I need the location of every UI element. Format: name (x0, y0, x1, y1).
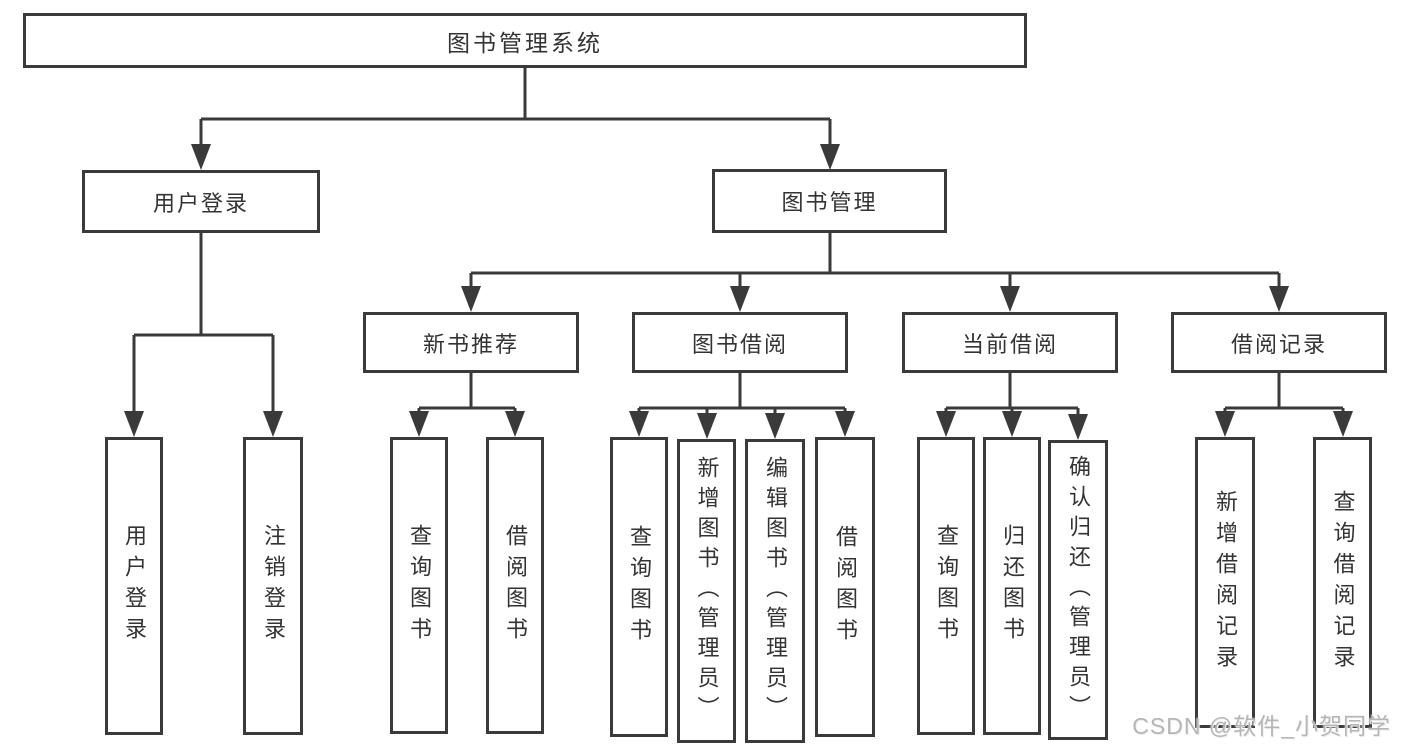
node-borrow-records: 借阅记录 (1171, 312, 1387, 373)
node-leaf-user-login: 用户登录 (105, 437, 163, 735)
node-new-book-recommend: 新书推荐 (363, 312, 579, 373)
connector-userlogin-to-leaves (124, 233, 283, 437)
node-leaf-edit-books-admin: 编辑图书（管理员） (745, 439, 805, 743)
watermark-text: CSDN @软件_小贺同学 (1132, 713, 1391, 739)
node-leaf-query-books-recommend: 查询图书 (390, 437, 448, 734)
node-leaf-query-books-current: 查询图书 (917, 437, 975, 735)
node-book-borrow: 图书借阅 (632, 312, 848, 373)
connector-records-to-leaves (1215, 373, 1353, 437)
node-leaf-borrow-books-recommend: 借阅图书 (486, 437, 544, 734)
node-leaf-add-books-admin: 新增图书（管理员） (677, 439, 736, 743)
node-leaf-logout: 注销登录 (243, 437, 303, 735)
node-leaf-add-borrow-record: 新增借阅记录 (1195, 437, 1255, 728)
node-leaf-borrow-books: 借阅图书 (815, 437, 875, 737)
connector-current-to-leaves (936, 373, 1088, 440)
node-current-borrow: 当前借阅 (902, 312, 1118, 373)
node-root: 图书管理系统 (23, 13, 1027, 68)
node-leaf-query-books-borrow: 查询图书 (610, 437, 668, 737)
node-leaf-return-books: 归还图书 (983, 437, 1041, 735)
node-leaf-confirm-return-admin: 确认归还（管理员） (1048, 440, 1108, 740)
connector-root-to-level2 (191, 68, 840, 170)
connector-bookmgmt-to-level3 (461, 233, 1289, 312)
node-book-management: 图书管理 (712, 169, 947, 233)
connector-borrow-to-leaves (629, 373, 855, 439)
connector-newbook-to-leaves (409, 373, 525, 437)
node-leaf-query-borrow-record: 查询借阅记录 (1313, 437, 1372, 728)
node-user-login: 用户登录 (82, 170, 320, 233)
